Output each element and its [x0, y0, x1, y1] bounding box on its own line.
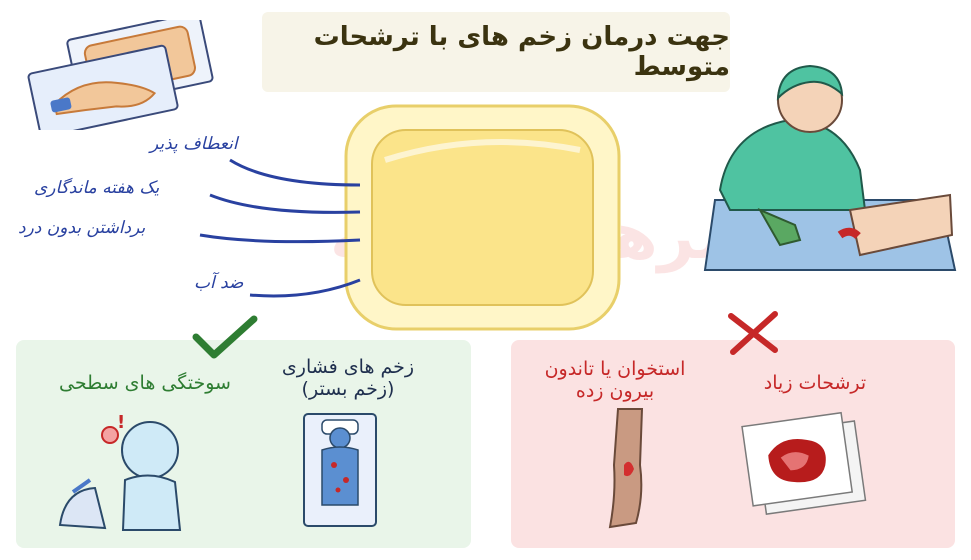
not-suitable-panel	[511, 340, 955, 548]
heavy-exudate-gauze-illustration	[741, 411, 867, 515]
feature-waterproof: ضد آب	[194, 273, 244, 293]
pressure-ulcer-bed-illustration	[303, 413, 377, 527]
not-suitable-label-heavy-exudate: ترشحات زیاد	[763, 372, 867, 394]
page-title: جهت درمان زخم های با ترشحات متوسط	[313, 22, 730, 82]
packaged-dressing-illustration	[27, 20, 214, 130]
feature-pointer-lines	[199, 158, 361, 298]
check-icon	[192, 315, 258, 359]
feature-one-week-wear: یک هفته ماندگاری	[34, 178, 160, 198]
exposed-bone-leg-illustration	[608, 408, 644, 529]
foam-dressing-illustration	[344, 104, 621, 331]
feature-painless-removal: برداشتن بدون درد	[18, 218, 146, 238]
nurse-treating-wound-illustration	[703, 64, 957, 271]
svg-text:!: !	[117, 412, 125, 433]
not-suitable-label-exposed-bone: استخوان یا تاندون بیرون زده	[544, 358, 686, 402]
suitable-label-superficial-burns: سوختگی های سطحی	[59, 372, 231, 394]
burn-iron-illustration: !	[58, 412, 182, 531]
title-box: جهت درمان زخم های با ترشحات متوسط	[262, 12, 730, 92]
feature-flexible: انعطاف پذیر	[150, 134, 238, 154]
cross-icon	[728, 311, 778, 355]
suitable-label-pressure-ulcer: زخم های فشاری (زخم بستر)	[281, 356, 415, 400]
